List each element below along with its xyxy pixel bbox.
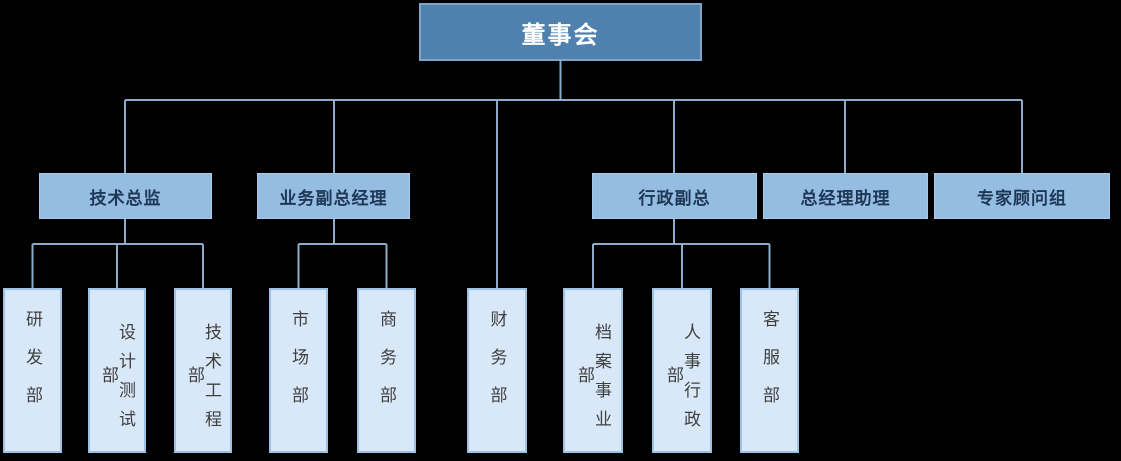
node-rnd-dept: 研发部 <box>3 288 62 453</box>
node-gm-assistant-label: 总经理助理 <box>800 188 891 208</box>
node-finance-dept-label: 财务部 <box>487 310 507 424</box>
node-commerce-dept-label: 商务部 <box>377 310 396 424</box>
node-board-label: 董事会 <box>521 21 600 49</box>
node-business-deputy-gm-label: 业务副总经理 <box>279 188 388 208</box>
node-gm-assistant: 总经理助理 <box>763 173 928 219</box>
node-design-test-dept: 设计测试部 <box>88 288 146 453</box>
node-expert-advisory-group-label: 专家顾问组 <box>977 188 1067 208</box>
node-rnd-dept-label: 研发部 <box>23 310 42 424</box>
node-tech-director: 技术总监 <box>39 173 212 219</box>
node-archives-division-label: 档案事业部 <box>575 322 611 439</box>
node-tech-engineering-dept-label: 技术工程部 <box>185 322 221 439</box>
node-hr-admin-dept-label: 人事行政部 <box>664 322 700 439</box>
node-marketing-dept: 市场部 <box>269 288 328 453</box>
node-archives-division: 档案事业部 <box>563 288 623 453</box>
node-finance-dept: 财务部 <box>467 288 527 453</box>
node-admin-deputy-label: 行政副总 <box>638 188 711 208</box>
node-tech-engineering-dept: 技术工程部 <box>174 288 232 453</box>
node-hr-admin-dept: 人事行政部 <box>652 288 712 453</box>
node-customer-service-dept: 客服部 <box>740 288 799 453</box>
node-commerce-dept: 商务部 <box>357 288 416 453</box>
node-board-of-directors: 董事会 <box>419 3 702 61</box>
connector-path <box>31 61 1023 288</box>
node-tech-director-label: 技术总监 <box>89 188 162 208</box>
node-business-deputy-gm: 业务副总经理 <box>257 173 410 219</box>
node-admin-deputy: 行政副总 <box>592 173 757 219</box>
node-marketing-dept-label: 市场部 <box>289 310 308 424</box>
node-design-test-dept-label: 设计测试部 <box>99 322 135 439</box>
node-expert-advisory-group: 专家顾问组 <box>934 173 1110 219</box>
node-customer-service-dept-label: 客服部 <box>760 310 779 424</box>
